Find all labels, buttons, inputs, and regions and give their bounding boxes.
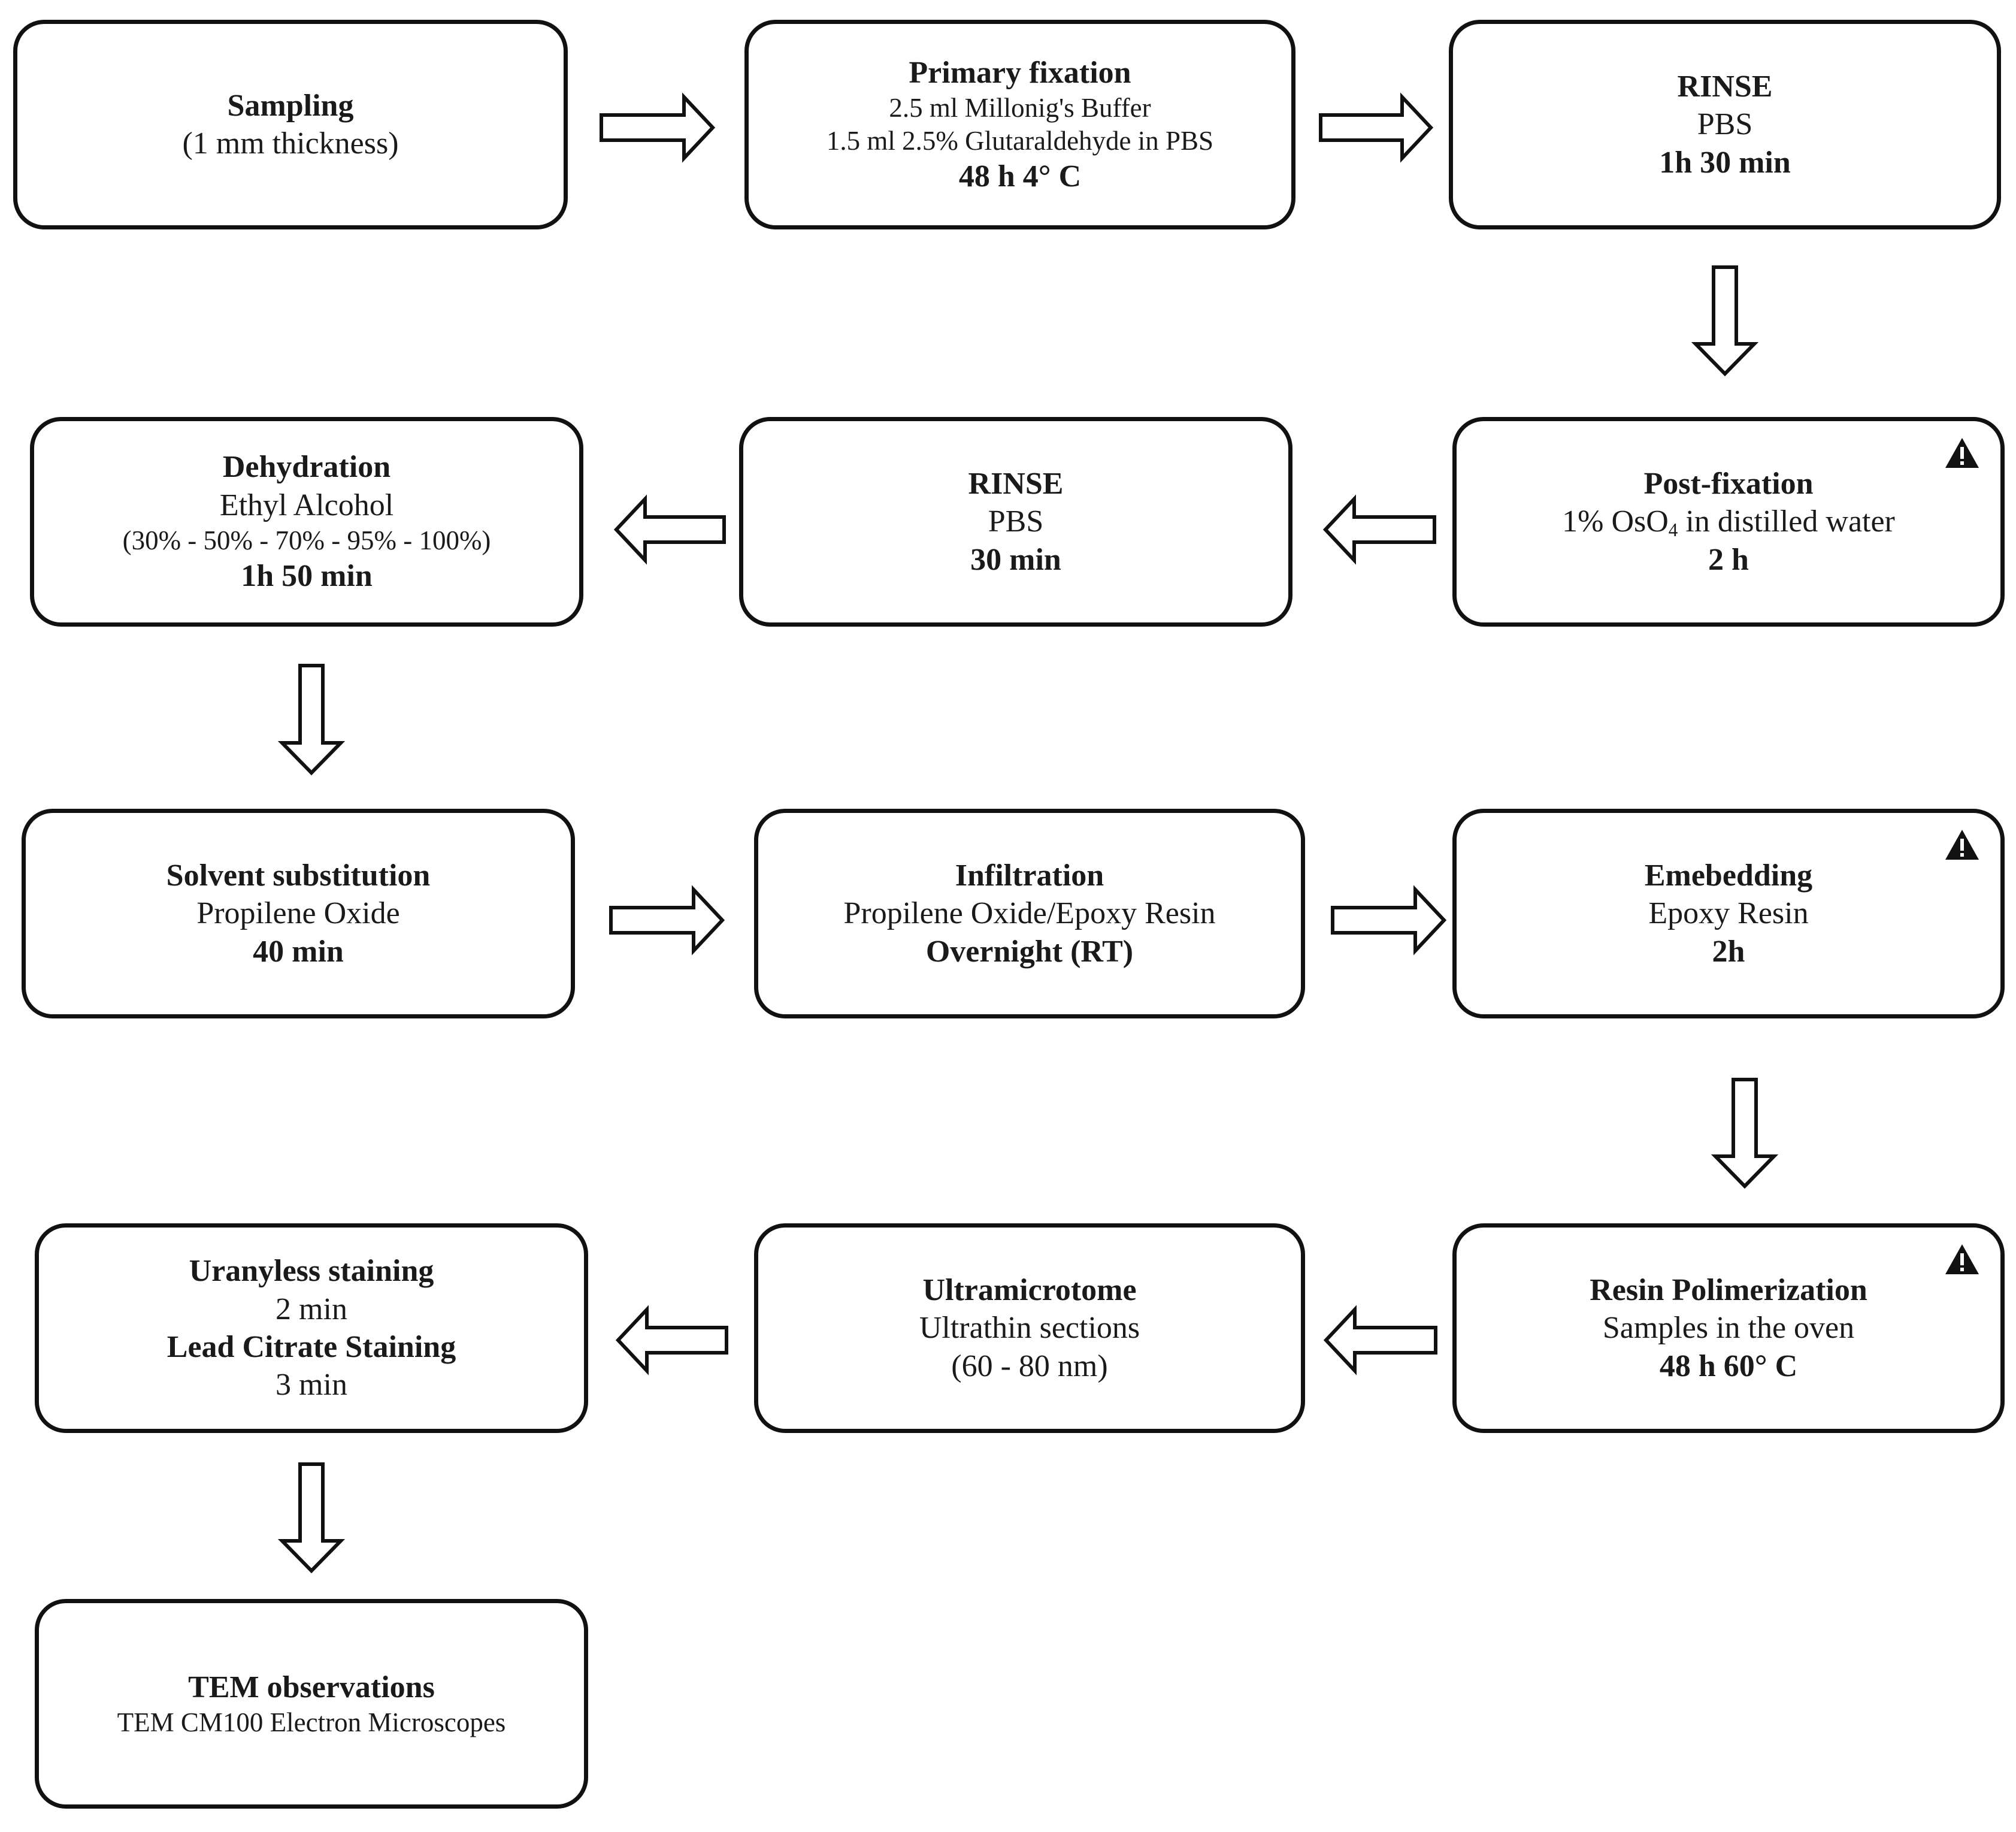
step-solution: 1% OsO4 in distilled water <box>1562 503 1895 540</box>
uranyl-staining-time: 2 min <box>276 1292 347 1326</box>
step-time: 30 min <box>970 542 1061 577</box>
step-time: 40 min <box>253 934 344 969</box>
solution-prefix: 1% OsO <box>1562 504 1669 539</box>
step-title: Solvent substitution <box>166 858 431 893</box>
step-title: TEM observations <box>188 1670 435 1704</box>
step-embedding: Emebedding Epoxy Resin 2h <box>1452 809 2005 1018</box>
step-time: 2h <box>1712 934 1745 969</box>
step-title: Resin Polimerization <box>1590 1272 1867 1307</box>
step-range: (60 - 80 nm) <box>951 1349 1108 1383</box>
step-time: 2 h <box>1708 542 1749 577</box>
step-title: RINSE <box>968 466 1064 501</box>
uranyl-staining-title: Uranyless staining <box>189 1254 434 1289</box>
step-title: Infiltration <box>955 858 1104 893</box>
step-ultramicrotome: Ultramicrotome Ultrathin sections (60 - … <box>754 1223 1305 1433</box>
step-primary-fixation: Primary fixation 2.5 ml Millonig's Buffe… <box>744 20 1295 229</box>
step-time: Overnight (RT) <box>925 934 1134 969</box>
step-resin-polymerization: Resin Polimerization Samples in the oven… <box>1452 1223 2005 1433</box>
step-solvent-substitution: Solvent substitution Propilene Oxide 40 … <box>22 809 575 1018</box>
step-detail: Samples in the oven <box>1602 1311 1855 1346</box>
arrow-right-solvent-to-infiltration <box>609 885 725 956</box>
arrow-left-polymerization-to-ultramicrotome <box>1323 1305 1437 1375</box>
step-solution: PBS <box>988 504 1044 539</box>
step-title: Ultramicrotome <box>922 1272 1137 1307</box>
step-title: Post-fixation <box>1643 466 1814 501</box>
step-title: RINSE <box>1677 69 1773 104</box>
arrow-down-dehydration-to-solvent <box>277 664 346 776</box>
step-solution: Propilene Oxide <box>196 896 400 931</box>
arrow-right-infiltration-to-embedding <box>1331 885 1447 956</box>
warning-triangle-icon <box>1945 1244 1979 1274</box>
step-tem-observations: TEM observations TEM CM100 Electron Micr… <box>35 1599 588 1809</box>
step-series: (30% - 50% - 70% - 95% - 100%) <box>122 525 491 556</box>
lead-citrate-time: 3 min <box>276 1368 347 1402</box>
step-time: 1h 30 min <box>1659 145 1791 180</box>
step-detail: Ultrathin sections <box>919 1311 1140 1346</box>
step-solution: PBS <box>1697 107 1753 142</box>
step-time: 48 h 4° C <box>958 159 1082 194</box>
step-post-fixation: Post-fixation 1% OsO4 in distilled water… <box>1452 417 2005 627</box>
step-time: 1h 50 min <box>241 559 373 594</box>
step-detail: TEM CM100 Electron Microscopes <box>117 1707 506 1738</box>
solution-subscript: 4 <box>1668 519 1678 541</box>
lead-citrate-title: Lead Citrate Staining <box>167 1330 456 1364</box>
arrow-down-rinse1-to-postfix <box>1691 265 1759 377</box>
step-time: 48 h 60° C <box>1659 1349 1798 1383</box>
step-solution: Epoxy Resin <box>1648 896 1809 931</box>
arrow-down-embedding-to-polymerization <box>1711 1078 1779 1189</box>
step-infiltration: Infiltration Propilene Oxide/Epoxy Resin… <box>754 809 1305 1018</box>
step-rinse-2: RINSE PBS 30 min <box>739 417 1292 627</box>
arrow-left-ultramicrotome-to-staining <box>615 1305 728 1375</box>
step-title: Primary fixation <box>909 55 1131 90</box>
step-dehydration: Dehydration Ethyl Alcohol (30% - 50% - 7… <box>30 417 583 627</box>
step-sampling: Sampling (1 mm thickness) <box>13 20 568 229</box>
arrow-left-postfix-to-rinse2 <box>1322 494 1436 565</box>
warning-triangle-icon <box>1945 830 1979 860</box>
step-solution: Propilene Oxide/Epoxy Resin <box>843 896 1216 931</box>
step-solution: Ethyl Alcohol <box>219 488 394 522</box>
arrow-left-rinse2-to-dehydration <box>613 494 726 565</box>
arrow-right-fixation-to-rinse <box>1319 92 1434 163</box>
step-rinse-1: RINSE PBS 1h 30 min <box>1449 20 2001 229</box>
arrow-down-staining-to-tem <box>277 1462 346 1574</box>
step-fixative: 1.5 ml 2.5% Glutaraldehyde in PBS <box>826 126 1214 156</box>
warning-triangle-icon <box>1945 438 1979 468</box>
step-buffer: 2.5 ml Millonig's Buffer <box>889 93 1151 123</box>
step-title: Sampling <box>227 88 354 123</box>
step-staining: Uranyless staining 2 min Lead Citrate St… <box>35 1223 588 1433</box>
step-title: Dehydration <box>222 450 391 485</box>
arrow-right-sampling-to-fixation <box>600 92 716 163</box>
step-detail: (1 mm thickness) <box>182 126 399 161</box>
solution-suffix: in distilled water <box>1678 504 1895 539</box>
step-title: Emebedding <box>1644 858 1813 893</box>
